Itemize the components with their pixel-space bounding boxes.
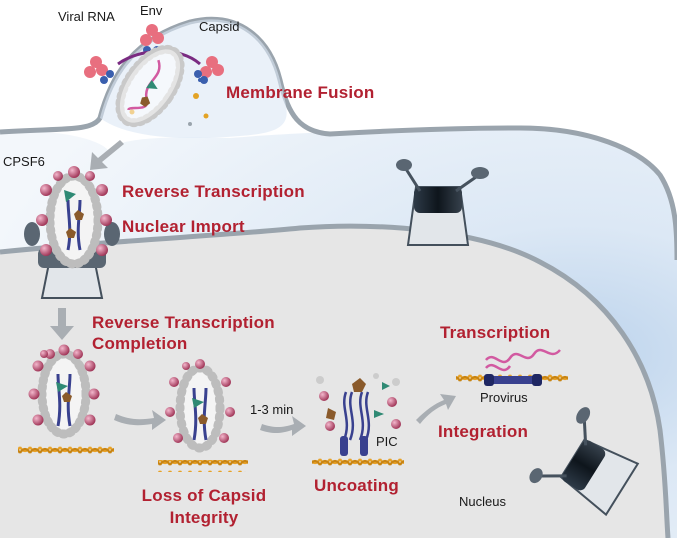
step-rt-completion-line1: Reverse Transcription xyxy=(92,313,275,332)
label-capsid: Capsid xyxy=(199,19,240,34)
step-uncoating: Uncoating xyxy=(314,476,399,495)
label-time: 1-3 min xyxy=(250,402,294,417)
step-loss-line2: Integrity xyxy=(169,508,239,527)
capsid-rt-complete xyxy=(28,344,100,439)
capsid-loss-integrity xyxy=(165,359,235,453)
step-reverse-transcription: Reverse Transcription xyxy=(122,182,305,201)
env-protein-right xyxy=(194,56,224,84)
nuclear-pore-right xyxy=(529,407,640,517)
step-nuclear-import: Nuclear Import xyxy=(122,217,245,236)
host-dna-1 xyxy=(18,446,114,458)
host-dna-3 xyxy=(312,456,404,468)
step-transcription: Transcription xyxy=(440,323,551,342)
nuclear-envelope xyxy=(0,223,671,539)
label-provirus: Provirus xyxy=(480,390,528,405)
nuclear-pore-top xyxy=(396,159,489,246)
capsid-virion xyxy=(115,44,185,128)
label-nucleus: Nucleus xyxy=(459,494,506,509)
label-env: Env xyxy=(140,3,163,18)
step-loss-line1: Loss of Capsid xyxy=(141,486,267,505)
label-pic: PIC xyxy=(376,434,398,449)
label-cpsf6: CPSF6 xyxy=(3,154,45,169)
step-membrane-fusion: Membrane Fusion xyxy=(226,83,375,102)
host-dna-2 xyxy=(158,460,248,472)
step-rt-completion-line2: Completion xyxy=(92,334,188,353)
step-integration: Integration xyxy=(438,422,529,441)
process-arrows xyxy=(50,140,456,436)
env-protein-left xyxy=(84,56,114,84)
provirus-dna xyxy=(456,348,568,386)
label-viral-rna: Viral RNA xyxy=(58,9,115,24)
pic-complex xyxy=(316,373,401,456)
capsid-import xyxy=(36,166,112,269)
